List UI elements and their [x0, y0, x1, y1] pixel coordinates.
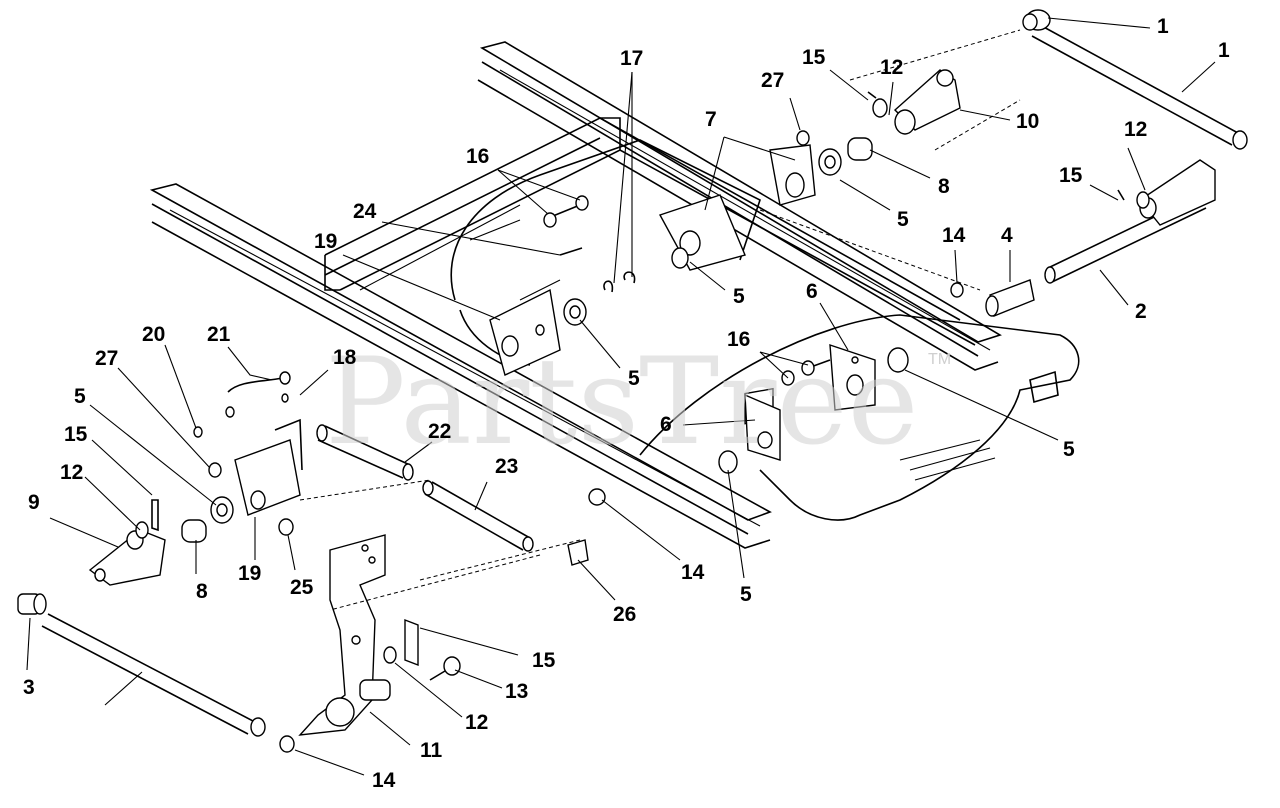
part-6-plate-2 [744, 393, 781, 461]
callout-24: 24 [353, 200, 377, 223]
part-2-arm-end [1138, 159, 1216, 226]
part-13-bolt [429, 656, 461, 681]
callout-12: 12 [880, 56, 903, 79]
callout-6: 6 [806, 280, 818, 303]
watermark-text: PartsTree [325, 333, 919, 472]
callout-26: 26 [613, 603, 636, 626]
callout-15: 15 [64, 423, 88, 446]
part-22-pin [316, 424, 414, 481]
callout-27: 27 [95, 347, 118, 370]
callout-12: 12 [60, 461, 83, 484]
callout-5: 5 [628, 367, 640, 390]
part-1-rod-top [1031, 24, 1248, 150]
callout-22: 22 [428, 420, 451, 443]
callout-14: 14 [942, 224, 966, 247]
callout-20: 20 [142, 323, 165, 346]
part-20-21-18-hardware [193, 371, 291, 438]
frame-cross-member [324, 117, 976, 346]
part-3-bushing-top [1022, 9, 1051, 31]
callout-14: 14 [681, 561, 705, 584]
callout-3: 1 [1157, 15, 1169, 38]
hidden-lines [299, 29, 1021, 611]
part-19-bracket-center [489, 288, 561, 376]
callout-19: 19 [314, 230, 337, 253]
part-4-spacer [985, 279, 1035, 317]
part-19-bracket-left [234, 418, 303, 516]
part-5-bushings [210, 148, 909, 524]
callout-5: 5 [733, 285, 745, 308]
frame-rail-right [477, 41, 1002, 371]
part-17-clips [603, 271, 636, 293]
callout-16: 16 [727, 328, 750, 351]
part-15-keys [151, 91, 1125, 667]
callout-12: 12 [465, 711, 488, 734]
callout-13: 13 [505, 680, 528, 703]
part-10-arm [893, 69, 961, 135]
callout-5: 5 [1063, 438, 1075, 461]
part-9-arm [88, 529, 166, 586]
part-27-nuts [208, 130, 810, 478]
callout-15: 15 [532, 649, 556, 672]
part-26-fitting [567, 539, 589, 566]
callout-7: 7 [705, 108, 717, 131]
callout-5: 5 [897, 208, 909, 231]
callout-15: 15 [802, 46, 826, 69]
callout-8: 8 [938, 175, 950, 198]
callout-5: 5 [740, 583, 752, 606]
part-6-plate [829, 344, 876, 411]
callout-3: 3 [23, 676, 35, 699]
callout-labels: 1 1 2 3 3 4 5 5 5 5 5 5 6 6 7 8 8 9 10 1… [23, 15, 1230, 792]
part-8-bearings [181, 137, 873, 543]
callout-21: 21 [207, 323, 231, 346]
callout-4: 4 [1001, 224, 1013, 247]
callout-1: 1 [1218, 39, 1230, 62]
callout-9: 9 [28, 491, 40, 514]
callout-11: 11 [420, 739, 443, 762]
part-11-lever [298, 534, 391, 736]
callout-2: 2 [1135, 300, 1147, 323]
leader-lines [26, 17, 1216, 776]
callout-6: 6 [660, 413, 672, 436]
part-14-nuts [279, 282, 964, 753]
watermark-trademark: TM [928, 351, 951, 368]
part-3-bushing-bottom [17, 593, 47, 615]
callout-23: 23 [495, 455, 518, 478]
part-1-rod-bottom [41, 613, 266, 737]
part-25-nut [278, 518, 294, 536]
callout-15: 15 [1059, 164, 1083, 187]
callout-10: 10 [1016, 110, 1039, 133]
callout-12: 12 [1124, 118, 1147, 141]
callout-27: 27 [761, 69, 784, 92]
watermark: PartsTree TM [325, 333, 951, 472]
callout-18: 18 [333, 346, 357, 369]
callout-5: 5 [74, 385, 86, 408]
part-12-washers [135, 98, 1150, 664]
callout-16: 16 [466, 145, 489, 168]
part-23-pin [422, 480, 534, 552]
callout-17: 17 [620, 47, 643, 70]
callout-8: 8 [196, 580, 208, 603]
callout-19: 19 [238, 562, 261, 585]
part-24-pin [559, 247, 583, 256]
callout-25: 25 [290, 576, 314, 599]
callout-14: 14 [372, 769, 396, 792]
